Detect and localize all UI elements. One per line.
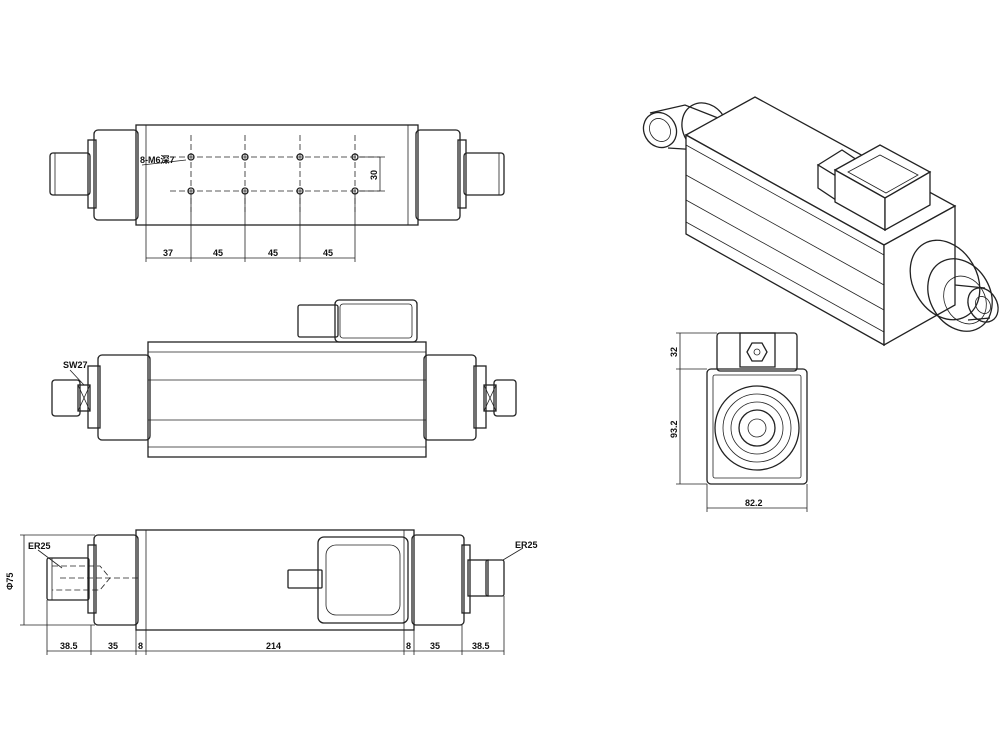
wrench-label: SW27 <box>63 360 88 370</box>
collet-left-label: ER25 <box>28 541 51 551</box>
dim-top-4: 45 <box>323 248 333 258</box>
collet-right-label: ER25 <box>515 540 538 550</box>
dim-end-height: 93.2 <box>669 420 679 438</box>
dim-bottom-5: 8 <box>406 641 411 651</box>
dim-bottom-4: 214 <box>266 641 281 651</box>
dim-top-1: 37 <box>163 248 173 258</box>
dim-end-width: 82.2 <box>745 498 763 508</box>
dim-end-top: 32 <box>669 347 679 357</box>
dim-bottom-1: 38.5 <box>60 641 78 651</box>
front-view: SW27 <box>51 299 517 458</box>
top-view: 8-M6深7 30 37 45 45 45 <box>49 124 505 262</box>
mounting-holes <box>170 135 380 212</box>
dim-top-2: 45 <box>213 248 223 258</box>
isometric-view <box>642 96 999 347</box>
dim-bottom-6: 35 <box>430 641 440 651</box>
diameter-label: Φ75 <box>5 573 15 590</box>
end-view: 32 93.2 82.2 <box>669 332 808 512</box>
dim-bottom-7: 38.5 <box>472 641 490 651</box>
bottom-view: ER25 ER25 Φ75 38.5 35 8 214 8 35 38.5 <box>5 529 538 655</box>
dim-bottom-2: 35 <box>108 641 118 651</box>
dim-top-vertical: 30 <box>369 170 379 180</box>
dim-bottom-3: 8 <box>138 641 143 651</box>
thread-label: 8-M6深7 <box>140 154 175 165</box>
dim-top-3: 45 <box>268 248 278 258</box>
